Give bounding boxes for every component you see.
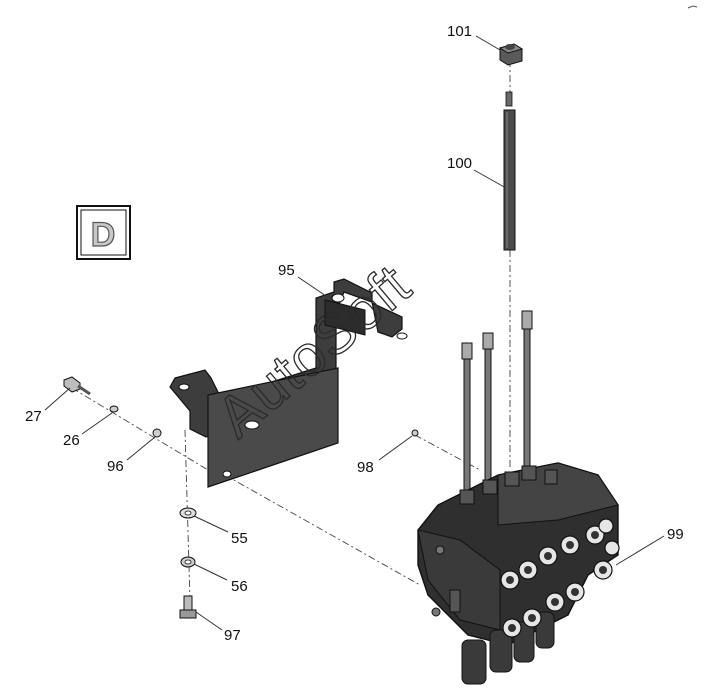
callout-96: 96 [107, 458, 124, 475]
part-99-control-valve [417, 310, 620, 685]
part-27-bolt [63, 376, 91, 396]
callout-26: 26 [63, 432, 80, 449]
part-101-cap [498, 43, 524, 66]
callout-27: 27 [25, 408, 42, 425]
callout-56: 56 [231, 578, 248, 595]
callout-95: 95 [278, 262, 295, 279]
corner-mark [687, 5, 698, 9]
callouts: 101 100 95 27 26 96 98 55 56 97 99 [25, 23, 684, 644]
callout-101: 101 [447, 23, 472, 40]
part-26-washer [109, 405, 119, 413]
leader-lines [44, 35, 665, 631]
part-55-washer [179, 507, 197, 519]
part-98-screw [411, 429, 419, 437]
callout-99: 99 [667, 526, 684, 543]
callout-55: 55 [231, 530, 248, 547]
part-96-nut [152, 428, 162, 438]
part-56-nut [180, 556, 196, 568]
callout-98: 98 [357, 459, 374, 476]
callout-97: 97 [224, 627, 241, 644]
part-100-rod [503, 91, 516, 251]
callout-100: 100 [447, 155, 472, 172]
part-95-bracket [169, 278, 408, 488]
section-badge: D [76, 205, 131, 260]
section-badge-letter: D [91, 216, 116, 254]
part-97-bolt [179, 595, 197, 619]
